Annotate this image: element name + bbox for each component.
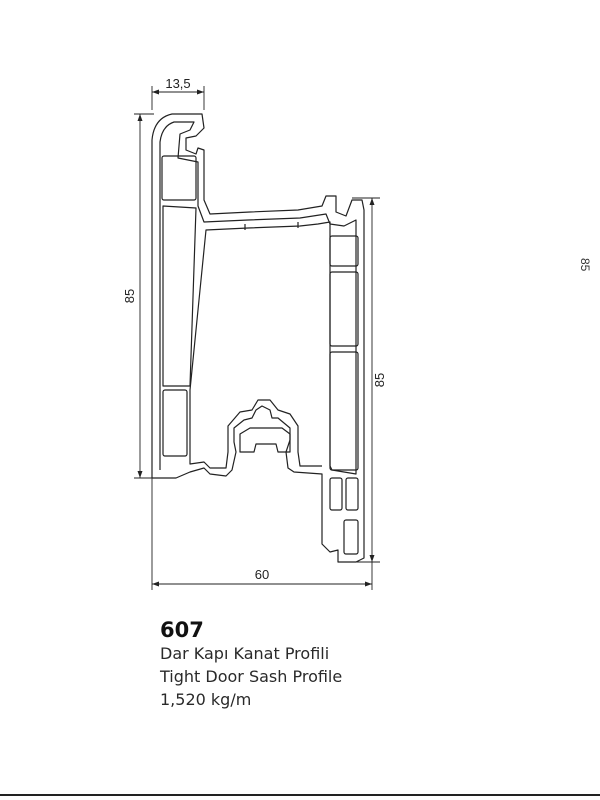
- profile-name-tr: Dar Kapı Kanat Profili: [160, 644, 330, 663]
- dim-top-width: 13,5: [165, 76, 190, 91]
- edge-dimension-fragment: 85: [578, 258, 592, 272]
- bottom-chamber-2: [345, 477, 359, 511]
- profile-weight: 1,520 kg/m: [160, 690, 252, 709]
- profile-caption: 607 Dar Kapı Kanat Profili Tight Door Sa…: [160, 618, 342, 711]
- profile-code: 607: [160, 618, 204, 642]
- bottom-chamber-1: [329, 477, 343, 511]
- right-chamber-2: [329, 271, 359, 347]
- bottom-divider: [0, 794, 600, 796]
- right-chamber-3: [329, 351, 359, 471]
- hook-chamber: [161, 155, 197, 201]
- left-chamber-lower: [162, 389, 188, 457]
- bottom-chamber-3: [343, 519, 359, 555]
- profile-cross-section-diagram: 13,5 85 85 60: [122, 76, 387, 590]
- dim-left-height: 85: [122, 289, 137, 303]
- center-channel: [239, 427, 291, 453]
- profile-outline: [151, 113, 365, 563]
- dim-bottom-width: 60: [255, 567, 269, 582]
- profile-name-en: Tight Door Sash Profile: [160, 667, 343, 686]
- right-chamber-1: [329, 235, 359, 267]
- dim-right-height: 85: [372, 373, 387, 387]
- profile-inner-contour: [159, 121, 357, 475]
- left-chamber-upper: [162, 205, 197, 387]
